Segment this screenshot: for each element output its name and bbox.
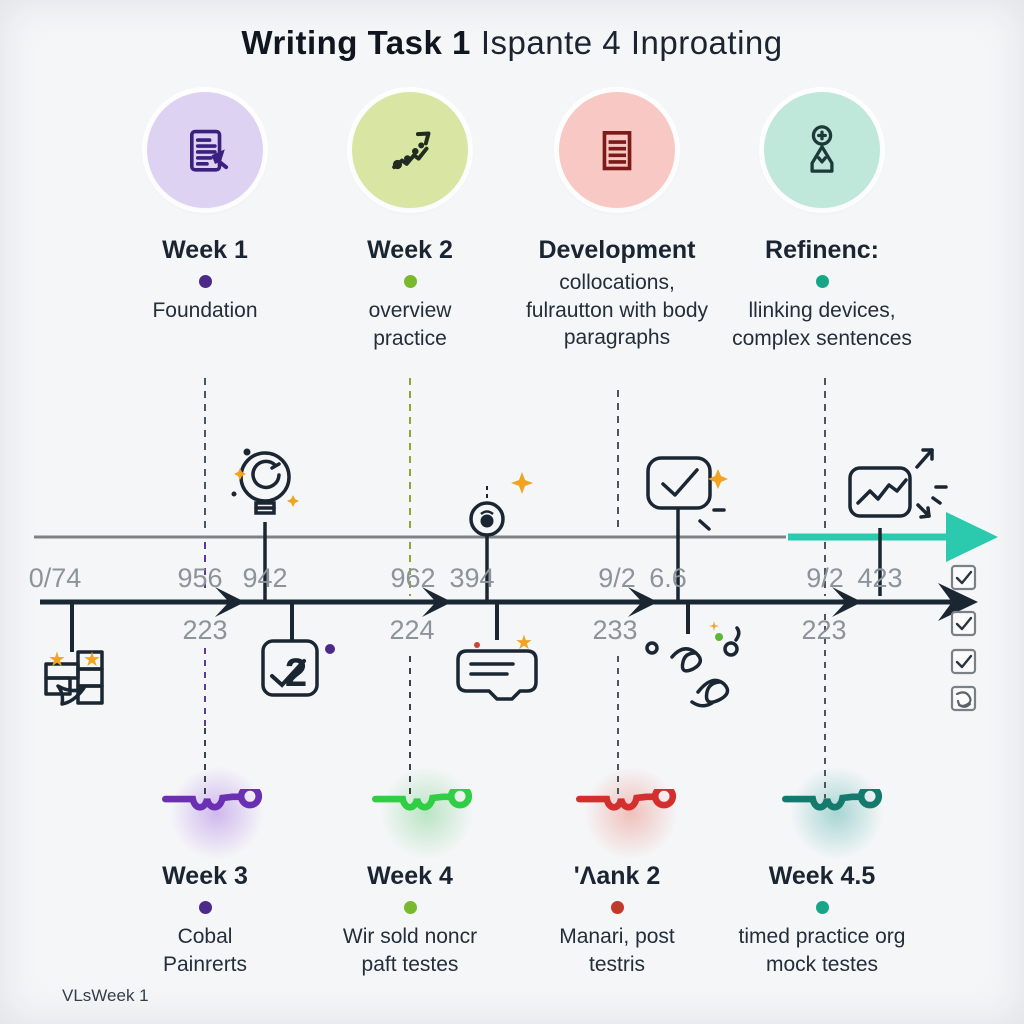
timeline-label: 9/2 bbox=[806, 563, 844, 593]
timeline-arrow bbox=[40, 583, 978, 652]
bottom-column-week4: Week 4 Wir sold noncr paft testes bbox=[295, 862, 525, 978]
timeline-label: 394 bbox=[449, 563, 495, 593]
svg-text:★: ★ bbox=[515, 632, 533, 654]
squiggle-marker-rank2 bbox=[576, 789, 677, 811]
check-bubble-icon bbox=[646, 456, 726, 531]
timeline-label: 223 bbox=[182, 615, 228, 645]
svg-text:★: ★ bbox=[83, 649, 101, 671]
timeline-label: 6.6 bbox=[649, 563, 687, 593]
week1-circle bbox=[147, 92, 263, 208]
timeline-label: 962 bbox=[390, 563, 436, 593]
trend-up-icon bbox=[392, 131, 431, 170]
scribble-icon bbox=[645, 626, 741, 708]
upper-dashed-connectors bbox=[204, 378, 826, 596]
checkbox-scribble[interactable] bbox=[950, 685, 978, 713]
refinement-subtitle: llinking devices, complex sentences bbox=[732, 299, 912, 350]
week1-dot bbox=[198, 275, 212, 288]
top-column-refinement: Refinenc: llinking devices, complex sent… bbox=[712, 92, 932, 352]
lightbulb-icon bbox=[239, 451, 291, 515]
week3-glow bbox=[142, 748, 292, 878]
target-icon bbox=[469, 501, 505, 537]
week1-title: Week 1 bbox=[162, 236, 248, 264]
week3-title: Week 3 bbox=[162, 862, 248, 890]
timeline-label: 224 bbox=[389, 615, 435, 645]
teal-arrow bbox=[788, 512, 998, 562]
timeline-label: 0/74 bbox=[28, 563, 82, 593]
week45-subtitle: timed practice org mock testes bbox=[738, 925, 906, 976]
document-lines-icon bbox=[602, 131, 632, 171]
bottom-column-week45: Week 4.5 timed practice org mock testes bbox=[707, 862, 937, 978]
checkbox-checked[interactable] bbox=[950, 648, 978, 676]
week45-glow bbox=[762, 748, 912, 878]
rank2-glow bbox=[556, 748, 706, 878]
timeline-label: 9/2 bbox=[598, 563, 636, 593]
timeline-label: 423 bbox=[857, 563, 903, 593]
timeline-label: 942 bbox=[242, 563, 288, 593]
refinement-circle bbox=[764, 92, 880, 208]
week3-dot bbox=[198, 901, 212, 914]
week45-dot bbox=[815, 901, 829, 914]
week1-subtitle: Foundation bbox=[152, 299, 258, 322]
checkbox-checked[interactable] bbox=[950, 610, 978, 638]
development-subtitle: collocations, fulrautton with body parag… bbox=[525, 271, 709, 350]
bottom-column-rank2: 'Λank 2 Manari, post testris bbox=[502, 862, 732, 978]
solid-connectors bbox=[263, 508, 882, 600]
top-column-week1: Week 1 Foundation bbox=[95, 92, 315, 325]
development-circle bbox=[559, 92, 675, 208]
rank2-dot bbox=[610, 901, 624, 914]
squiggle-marker-week45 bbox=[782, 789, 883, 811]
svg-text:2: 2 bbox=[285, 651, 307, 695]
timeline-label: 956 bbox=[177, 563, 223, 593]
page-title-bold: Writing Task 1 bbox=[241, 24, 471, 61]
number-2-badge-icon: 2 bbox=[261, 639, 319, 697]
timeline-label: 223 bbox=[801, 615, 847, 645]
chart-icon bbox=[848, 448, 948, 519]
checkbox-checked[interactable] bbox=[950, 564, 978, 592]
top-column-development: Development collocations, fulrautton wit… bbox=[507, 92, 727, 352]
squiggle-marker-week4 bbox=[372, 789, 473, 811]
refinement-dot bbox=[815, 275, 829, 288]
console-bubble-icon bbox=[456, 649, 538, 701]
rank2-title: 'Λank 2 bbox=[573, 862, 661, 890]
top-column-week2: Week 2 overview practice bbox=[300, 92, 520, 352]
watermark-label: VLsWeek 1 bbox=[62, 986, 149, 1005]
week2-title: Week 2 bbox=[367, 236, 453, 264]
blocks-icon bbox=[44, 650, 104, 706]
week2-circle bbox=[352, 92, 468, 208]
decorative-sparkles: ★ ★ ★ bbox=[48, 448, 728, 671]
week4-subtitle: Wir sold noncr paft testes bbox=[342, 925, 478, 976]
rank2-subtitle: Manari, post testris bbox=[559, 925, 675, 976]
pen-nib-icon bbox=[810, 125, 834, 173]
week4-dot bbox=[403, 901, 417, 914]
lower-dashed-connectors bbox=[204, 486, 826, 798]
week4-glow bbox=[352, 748, 502, 878]
bottom-column-week3: Week 3 Cobal Painrerts bbox=[90, 862, 320, 978]
document-edit-icon bbox=[189, 129, 229, 172]
week3-subtitle: Cobal Painrerts bbox=[162, 925, 248, 976]
week4-title: Week 4 bbox=[367, 862, 453, 890]
page-title-rest: Ispante 4 Inproating bbox=[480, 24, 783, 61]
timeline-label: 233 bbox=[592, 615, 638, 645]
week2-subtitle: overview practice bbox=[368, 299, 452, 350]
refinement-title: Refinenc: bbox=[765, 236, 879, 264]
week2-dot bbox=[403, 275, 417, 288]
squiggle-marker-week3 bbox=[162, 789, 263, 811]
development-title: Development bbox=[538, 236, 696, 264]
svg-text:★: ★ bbox=[48, 649, 66, 671]
week45-title: Week 4.5 bbox=[768, 862, 876, 890]
